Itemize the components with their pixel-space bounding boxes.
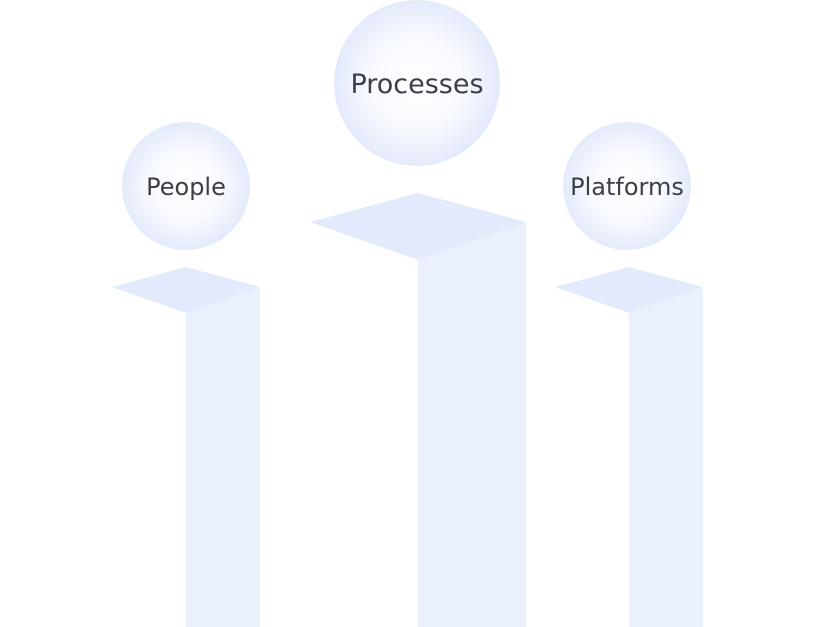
pillar-people-top (112, 267, 260, 313)
pillar-platforms-column (629, 288, 703, 627)
pillar-people-column (186, 288, 260, 627)
pillar-processes-column (418, 222, 526, 627)
label-people: People (146, 173, 226, 201)
pillar-people: People (112, 122, 260, 627)
pillar-platforms: Platforms (555, 122, 703, 627)
label-platforms: Platforms (570, 173, 684, 201)
bubble-processes (334, 0, 500, 166)
pillar-platforms-top (555, 267, 703, 313)
bubble-platforms (563, 122, 691, 250)
bubble-people (122, 122, 250, 250)
pillar-processes: Processes (310, 0, 526, 627)
label-processes: Processes (350, 69, 483, 100)
pillar-processes-top (310, 193, 526, 260)
